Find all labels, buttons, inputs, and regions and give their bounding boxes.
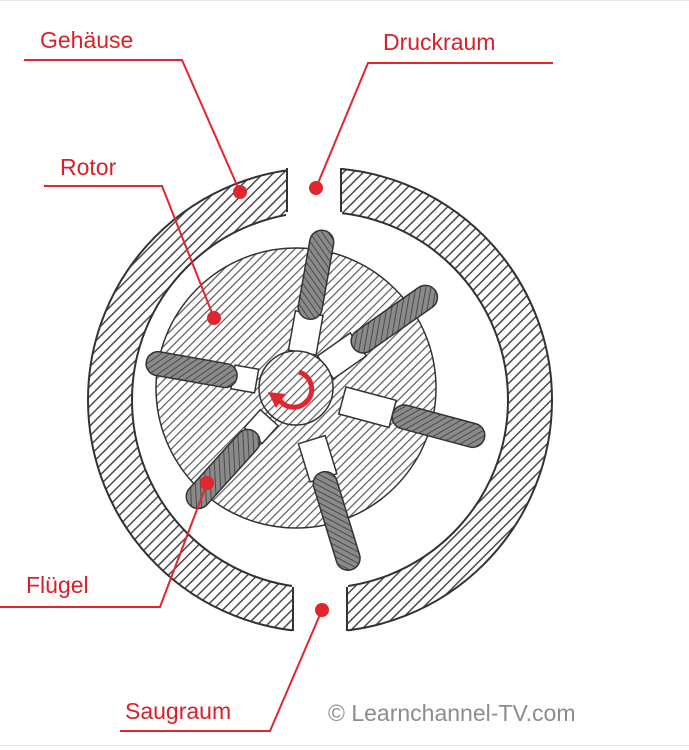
- callout-druckraum-line: [315, 62, 553, 189]
- vane-6: [145, 350, 260, 394]
- callout-dots: [200, 181, 329, 617]
- clockwise-arrow-icon: [268, 369, 315, 410]
- label-druckraum: Druckraum: [383, 29, 496, 55]
- label-fluegel: Flügel: [26, 572, 89, 598]
- label-saugraum: Saugraum: [125, 698, 232, 724]
- vane-2: [316, 284, 439, 380]
- callout-fluegel-dot: [200, 476, 214, 490]
- callout-lines: [0, 59, 553, 732]
- callout-gehaeuse-line: [24, 59, 241, 193]
- callout-saugraum-dot: [315, 603, 329, 617]
- suction-port: [292, 587, 348, 631]
- callout-druckraum-dot: [309, 181, 323, 195]
- callout-rotor-dot: [207, 311, 221, 325]
- label-rotor: Rotor: [60, 154, 117, 180]
- label-gehaeuse: Gehäuse: [40, 27, 134, 53]
- callout-fluegel-line: [0, 482, 208, 608]
- vane-3: [337, 385, 486, 449]
- housing: [86, 167, 554, 633]
- top-border: [0, 0, 689, 1]
- callout-gehaeuse-dot: [233, 185, 247, 199]
- shaft: [258, 350, 334, 426]
- copyright-notice: © Learnchannel-TV.com: [328, 700, 576, 726]
- callout-rotor-line: [44, 185, 215, 319]
- vanes: [145, 229, 486, 571]
- callout-saugraum-line: [120, 609, 323, 732]
- vane-4: [297, 434, 361, 571]
- pressure-port: [286, 168, 342, 212]
- bottom-border: [0, 745, 689, 746]
